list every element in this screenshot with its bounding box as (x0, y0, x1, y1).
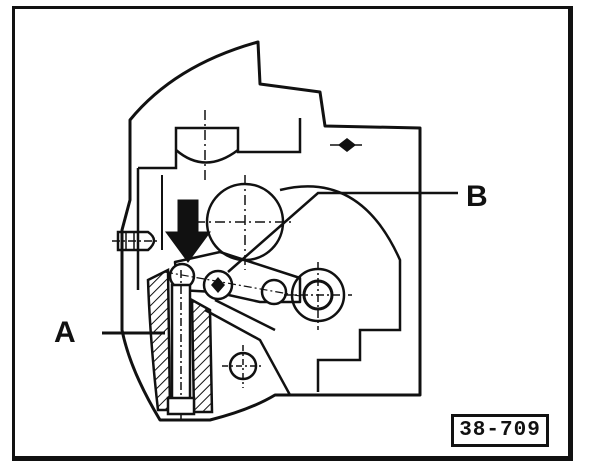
down-arrow-icon (165, 199, 211, 263)
callout-label-b: B (466, 180, 488, 213)
right-fastener (284, 262, 352, 330)
detail-symbol (330, 138, 362, 152)
pin-a (166, 270, 196, 420)
figure-frame (12, 6, 573, 461)
diagonal-web (204, 298, 292, 396)
sectioned-body-left (146, 267, 172, 412)
lower-bolt (222, 345, 264, 388)
upper-boss (175, 149, 239, 164)
lever-centerline (164, 271, 301, 297)
sectioned-body-right (190, 297, 214, 414)
upper-inner-contour (138, 118, 302, 170)
callout-label-a: A (54, 316, 76, 349)
left-plug (112, 230, 160, 252)
right-housing-arc (279, 185, 402, 392)
figure-number-badge: 38-709 (451, 414, 549, 447)
leader-line-b (227, 191, 458, 273)
lever-pivot-right (260, 278, 288, 306)
housing-outline (120, 40, 422, 422)
